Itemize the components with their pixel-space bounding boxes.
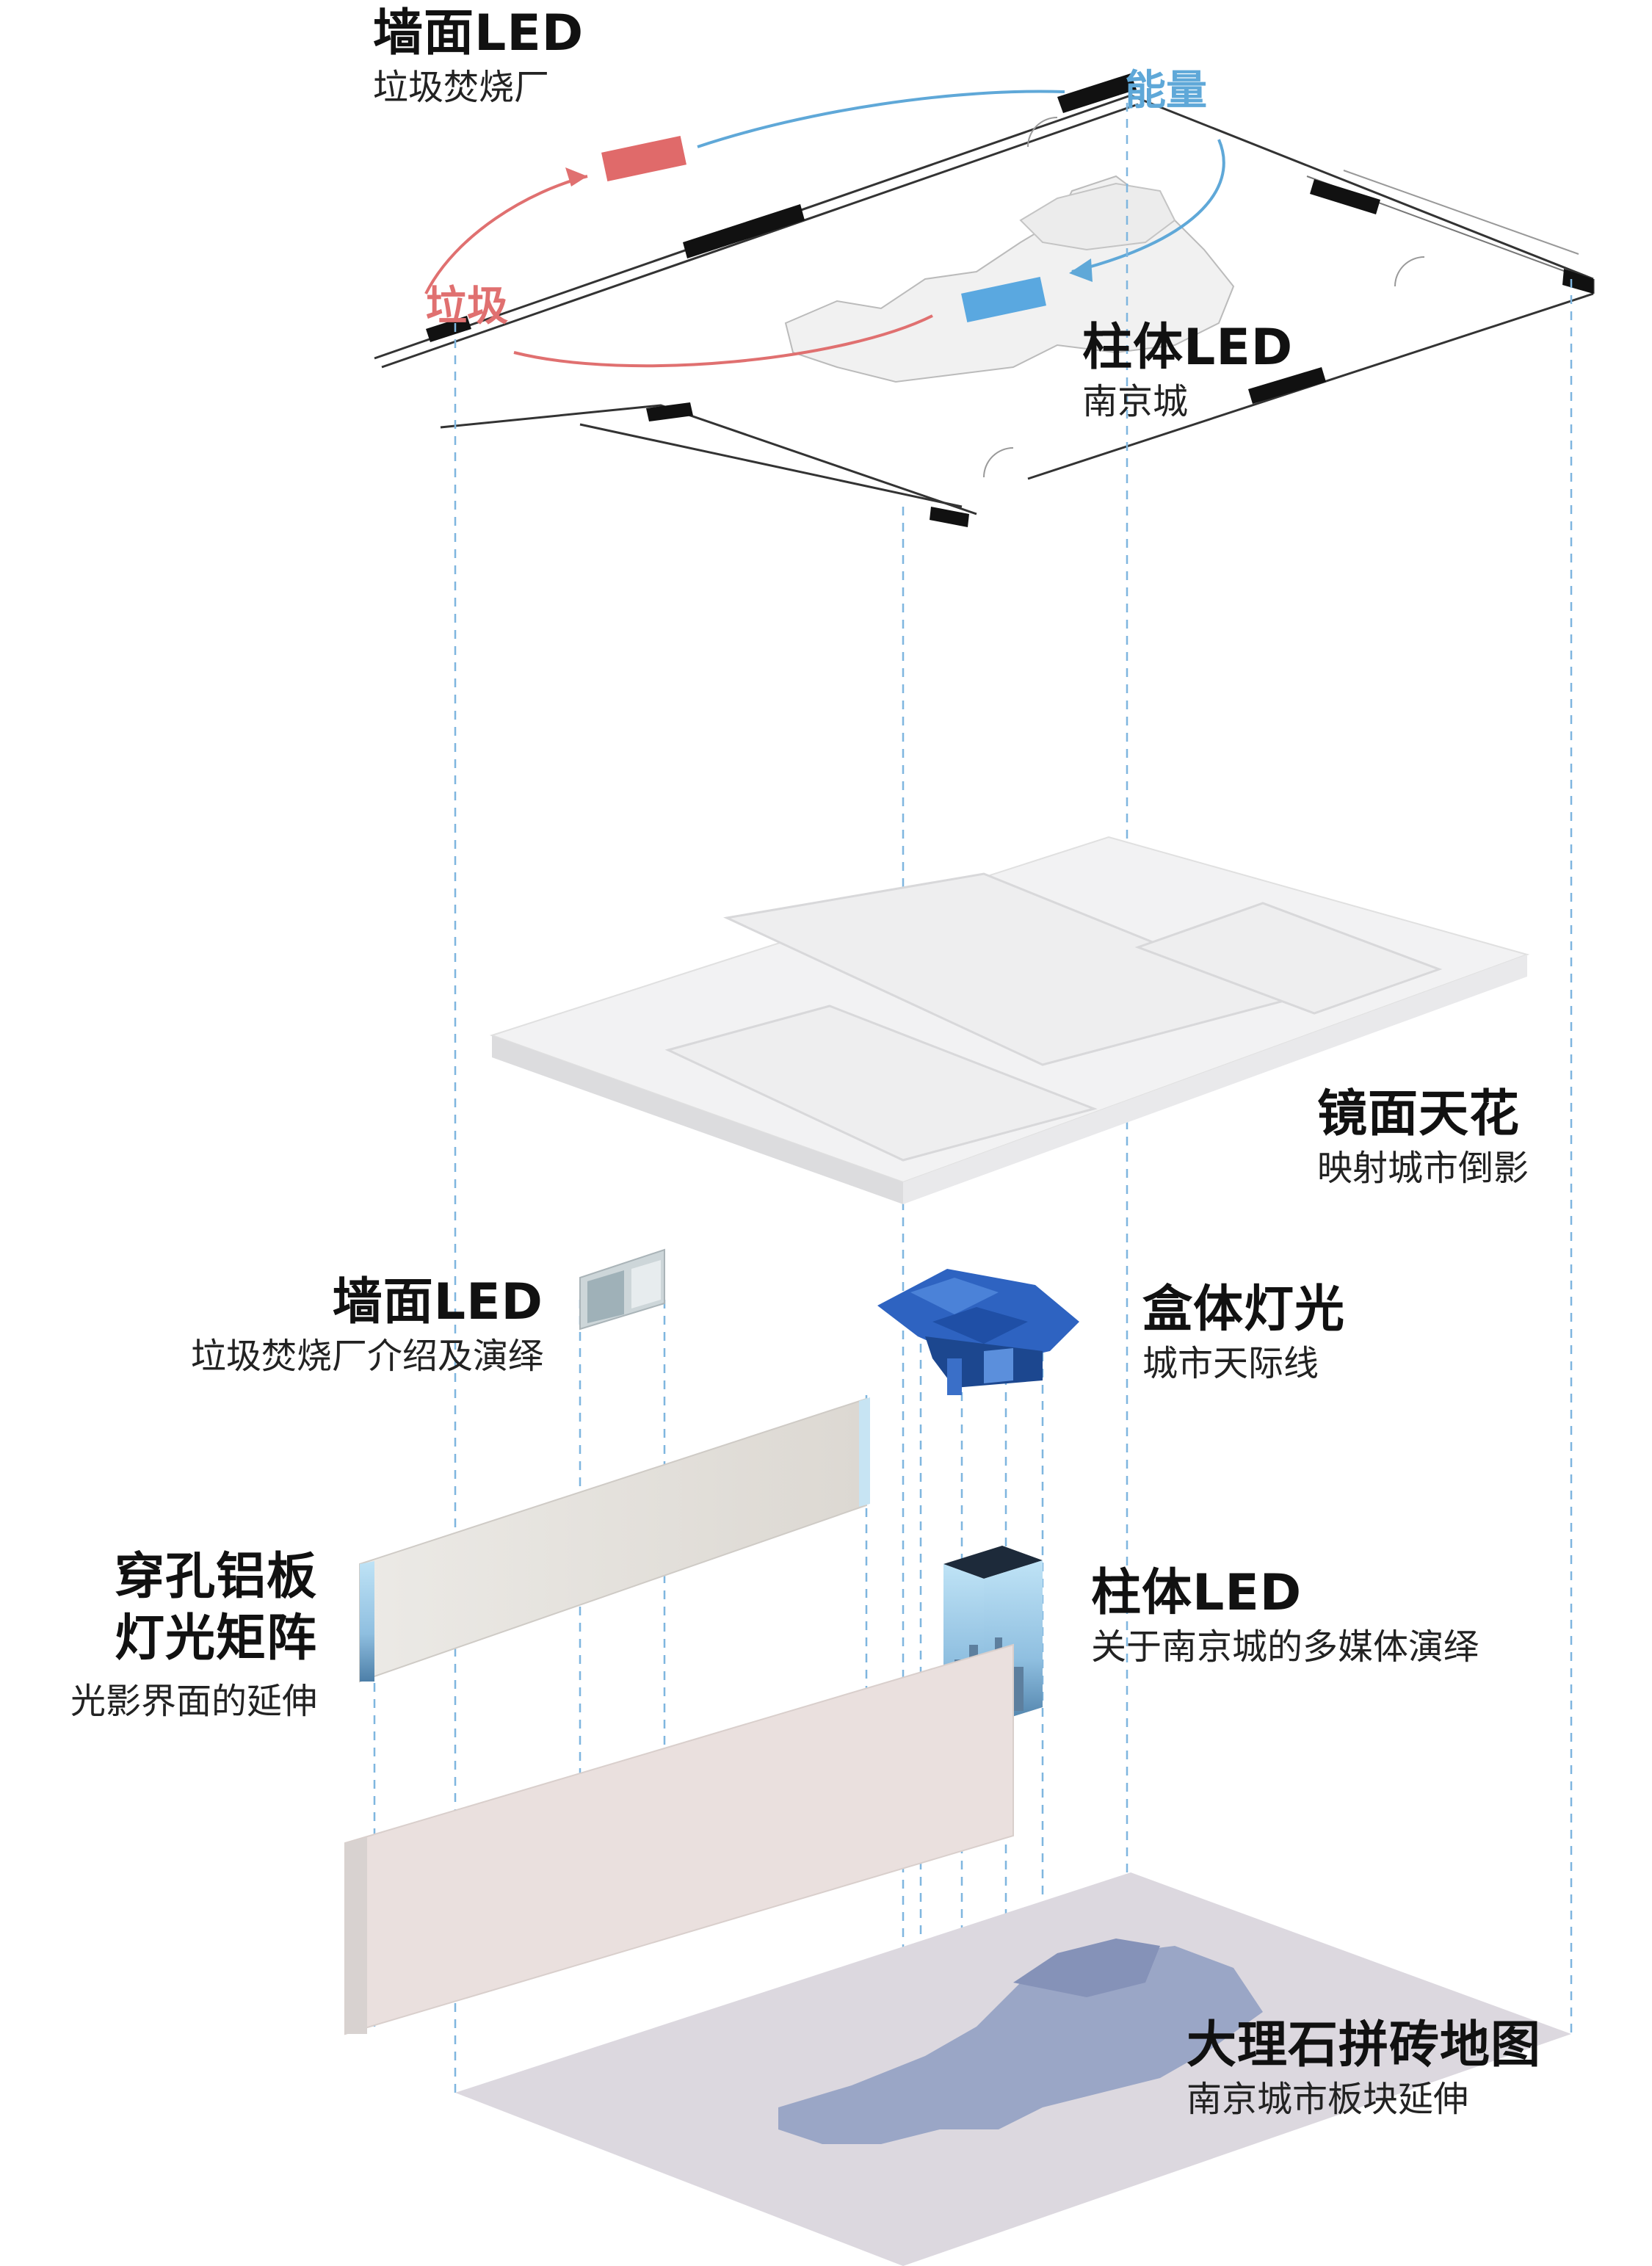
wall-led-top-label: 墙面LED 垃圾焚烧厂 — [373, 3, 584, 110]
pillar-to-garbage-arrow — [513, 314, 933, 368]
garbage-arrow-head — [565, 167, 587, 187]
energy-arrow-head — [1069, 258, 1093, 282]
marble-floor-label: 大理石拼砖地图 南京城市板块延伸 — [1187, 2015, 1541, 2122]
lower-wall-panel — [344, 1643, 1014, 2035]
mirror-ceiling-label: 镜面天花 映射城市倒影 — [1317, 1084, 1529, 1191]
perforated-panel-title-2: 灯光矩阵 — [114, 1610, 317, 1668]
energy-to-pillar-arrow — [1071, 139, 1225, 273]
perforated-panel-title-1: 穿孔铝板 — [114, 1548, 317, 1606]
box-light-subtitle: 城市天际线 — [1142, 1343, 1319, 1384]
wall-led-top-title: 墙面LED — [373, 4, 584, 62]
pillar-led-top-label: 柱体LED 南京城 — [1082, 317, 1293, 424]
perforated-panel-subtitle: 光影界面的延伸 — [70, 1681, 317, 1722]
pillar-led-top-subtitle: 南京城 — [1082, 381, 1189, 422]
pillar-led-blue-marker — [961, 277, 1046, 322]
wall-led-top-subtitle: 垃圾焚烧厂 — [373, 67, 550, 108]
perforated-panel — [359, 1397, 870, 1683]
energy-tag: 能量 — [1125, 67, 1207, 115]
mirror-ceiling-subtitle: 映射城市倒影 — [1317, 1148, 1529, 1189]
box-light-label: 盒体灯光 城市天际线 — [1142, 1279, 1345, 1386]
wall-to-energy-arrow — [697, 90, 1065, 148]
wall-led-thumbnail — [579, 1248, 665, 1331]
pillar-led-mid-title: 柱体LED — [1091, 1564, 1303, 1622]
pillar-led-mid-subtitle: 关于南京城的多媒体演绎 — [1091, 1626, 1479, 1668]
box-light-cluster — [877, 1269, 1079, 1395]
wall-led-mid-subtitle: 垃圾焚烧厂介绍及演绎 — [190, 1336, 543, 1377]
mirror-ceiling-slab — [489, 836, 1530, 1204]
energy-cycle-arrows — [424, 90, 1225, 368]
wall-led-mid-title: 墙面LED — [332, 1273, 543, 1331]
marble-floor-subtitle: 南京城市板块延伸 — [1187, 2079, 1469, 2120]
marble-floor-slab — [455, 1872, 1571, 2266]
pillar-led-mid-label: 柱体LED 关于南京城的多媒体演绎 — [1091, 1563, 1479, 1670]
perforated-panel-label: 穿孔铝板 灯光矩阵 光影界面的延伸 — [70, 1546, 317, 1724]
marble-floor-title: 大理石拼砖地图 — [1187, 2016, 1542, 2074]
garbage-tag: 垃圾 — [426, 283, 508, 330]
pillar-led-top-title: 柱体LED — [1082, 319, 1294, 377]
box-light-title: 盒体灯光 — [1142, 1281, 1346, 1339]
wall-led-mid-label: 墙面LED 垃圾焚烧厂介绍及演绎 — [191, 1272, 543, 1379]
mirror-ceiling-title: 镜面天花 — [1317, 1085, 1521, 1143]
garbage-to-wall-arrow — [424, 175, 588, 294]
wall-led-red-marker — [601, 136, 686, 181]
